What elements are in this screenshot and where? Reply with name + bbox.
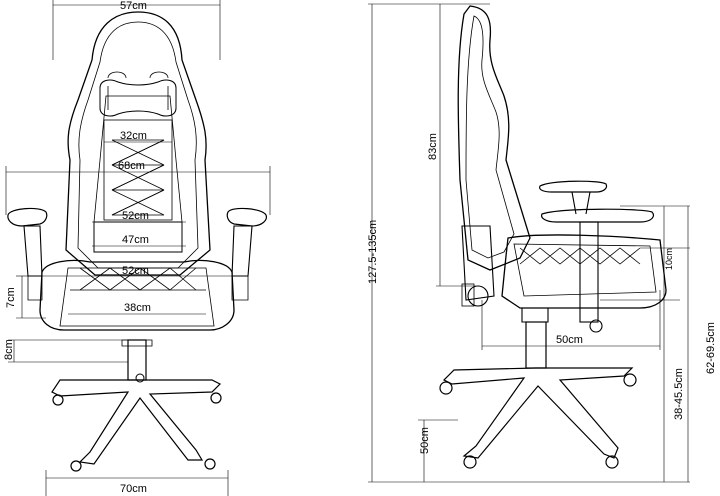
base-height-label: 50cm — [419, 427, 431, 454]
headrest-width-label: 32cm — [120, 130, 147, 142]
base-width-label: 70cm — [120, 483, 147, 495]
lumbar-width-label: 47cm — [122, 234, 149, 246]
backrest-height-label: 83cm — [427, 133, 439, 160]
seat-width-label: 52cm — [122, 265, 149, 277]
arm-height-label: 10cm — [664, 248, 674, 270]
arm-span-label: 68cm — [118, 160, 145, 172]
overall-width-label: 57cm — [120, 0, 147, 12]
seat-floor-height-label: 38-45.5cm — [673, 368, 685, 420]
seat-depth-front-label: 38cm — [124, 302, 151, 314]
seat-depth-label: 50cm — [556, 334, 583, 346]
armrest-height-label: 7cm — [5, 287, 17, 308]
side-view — [368, 3, 690, 483]
arm-floor-height-label: 62-69.5cm — [705, 322, 717, 374]
front-view — [5, 0, 271, 496]
back-width-label: 52cm — [122, 210, 149, 222]
total-height-label: 127.5-135cm — [367, 220, 379, 284]
gas-lift-label: 8cm — [3, 339, 15, 360]
